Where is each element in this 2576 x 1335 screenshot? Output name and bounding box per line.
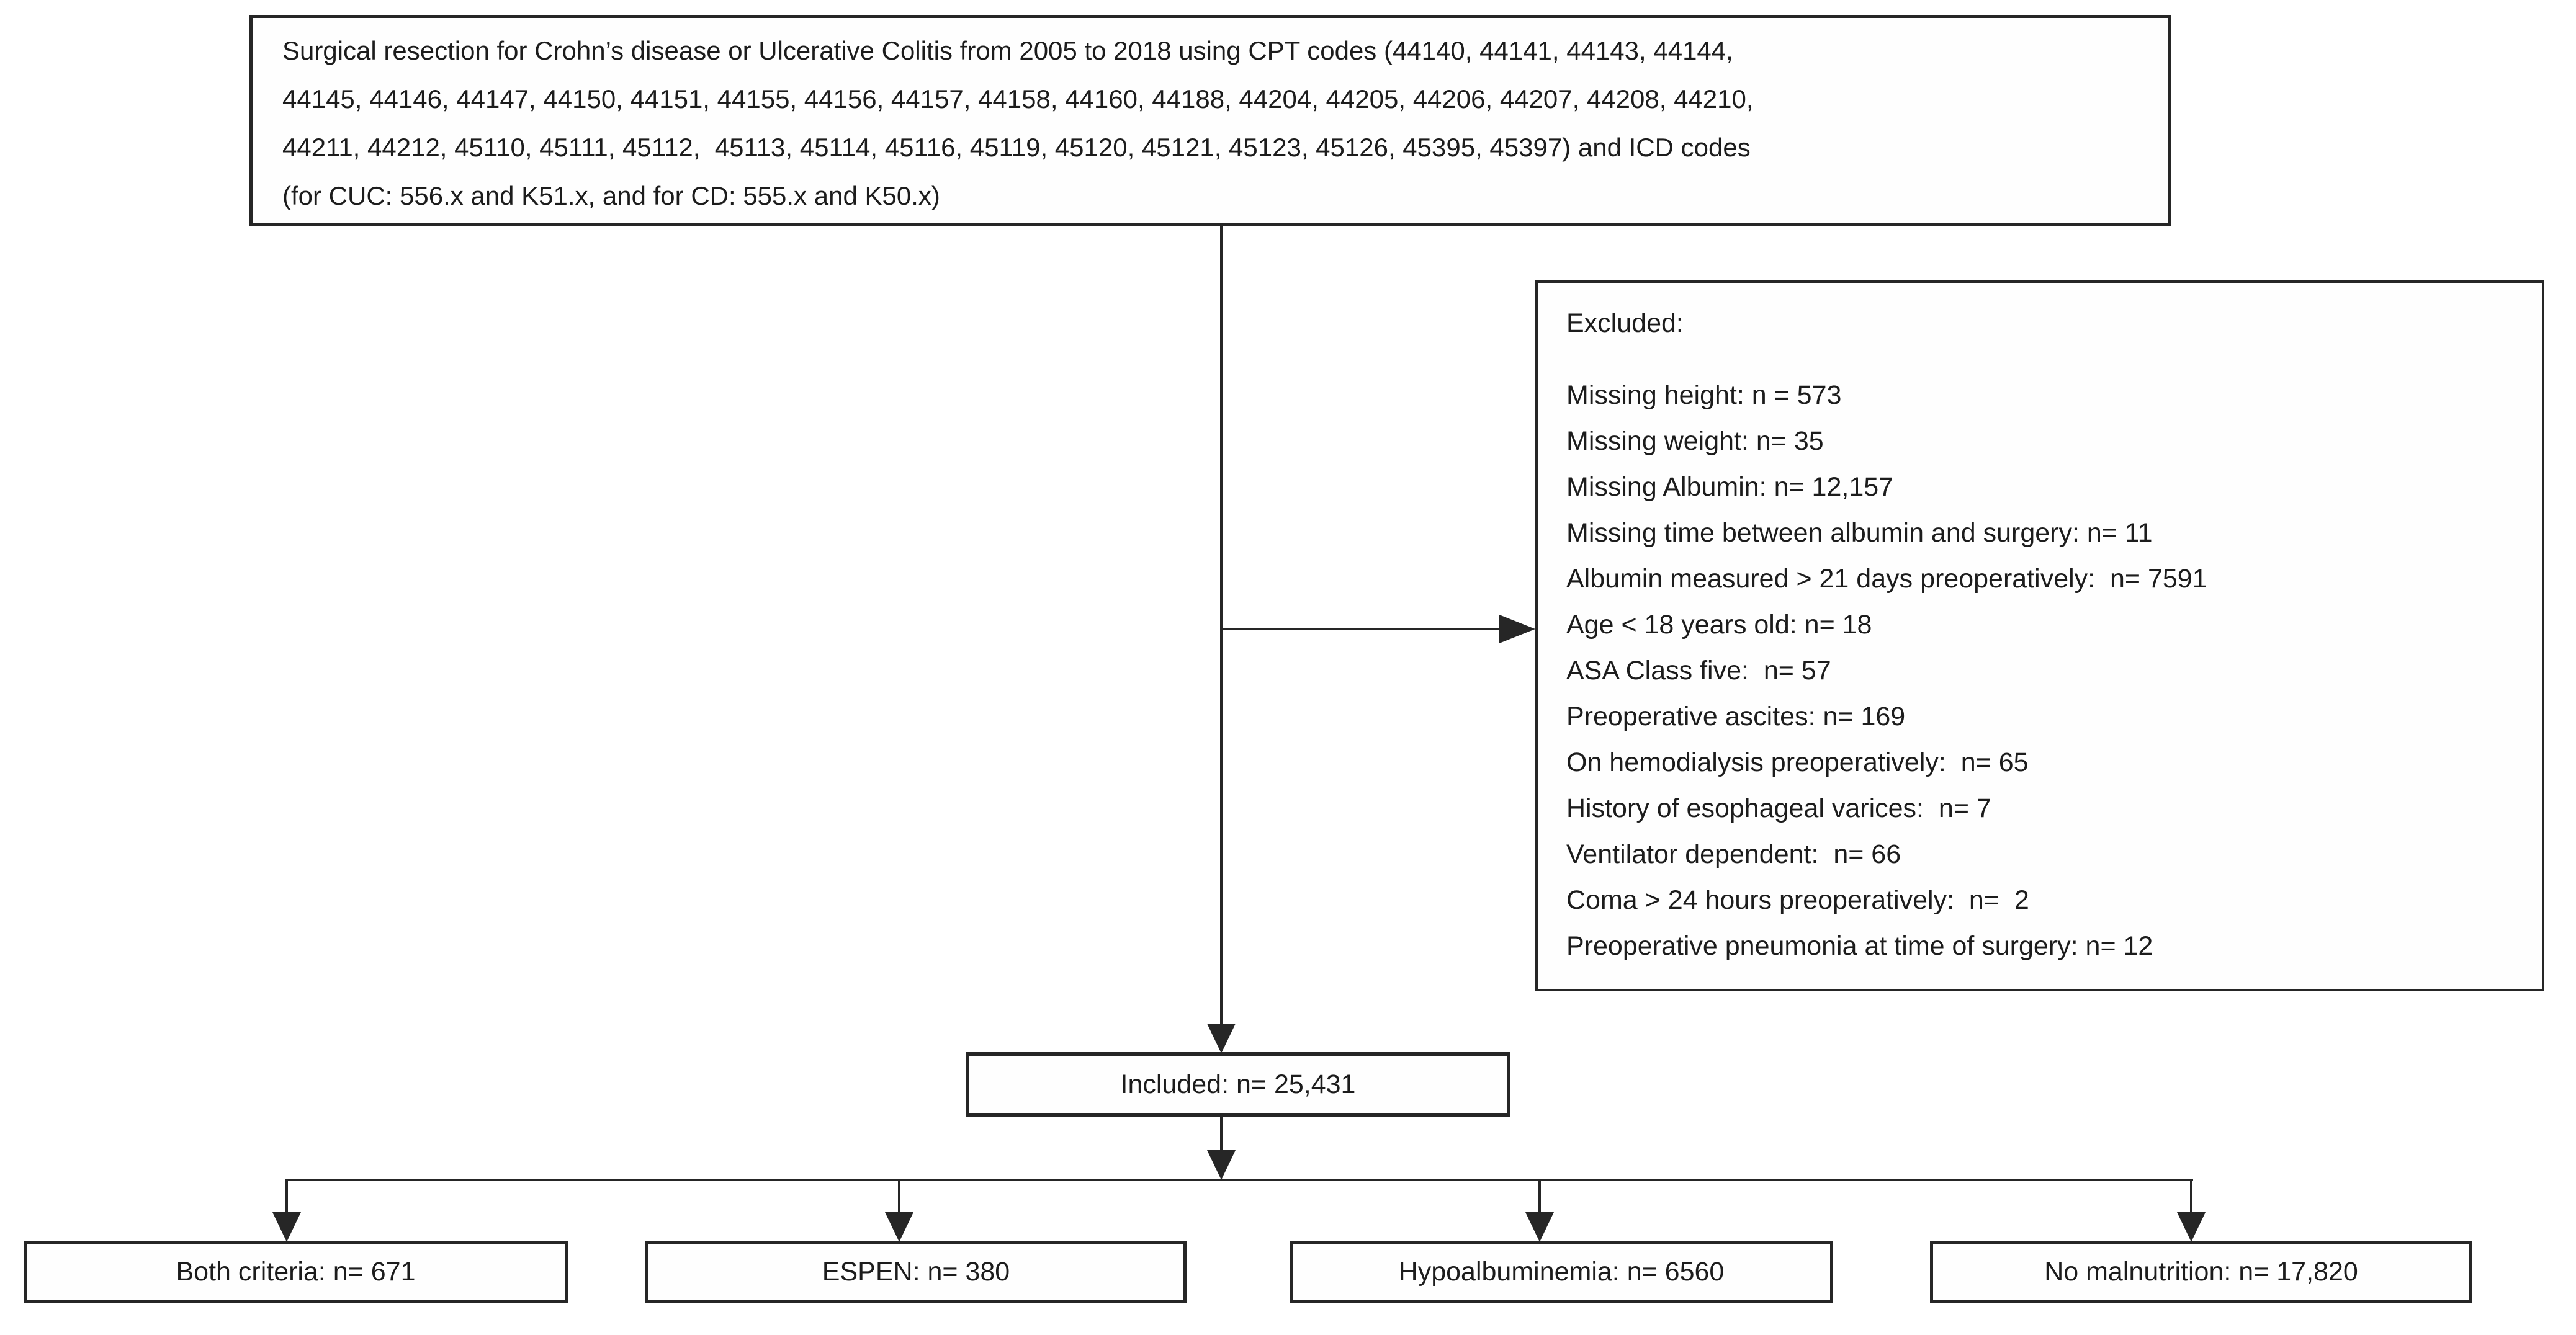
arrowhead-down-hypoalbuminemia-icon bbox=[1525, 1212, 1554, 1242]
excluded-item-preop-ascites: Preoperative ascites: n= 169 bbox=[1566, 702, 1906, 731]
connector-branch-to-both-criteria bbox=[285, 1180, 288, 1212]
eligibility-line-4: (for CUC: 556.x and K51.x, and for CD: 5… bbox=[282, 181, 940, 210]
connector-branch-to-no-malnutrition bbox=[2190, 1180, 2192, 1212]
excluded-item-age-under-18: Age < 18 years old: n= 18 bbox=[1566, 610, 1872, 640]
excluded-item-missing-height: Missing height: n = 573 bbox=[1566, 380, 1842, 410]
outcome-box-espen: ESPEN: n= 380 bbox=[645, 1241, 1187, 1303]
excluded-item-missing-time: Missing time between albumin and surgery… bbox=[1566, 518, 2153, 548]
connector-included-to-branch bbox=[1220, 1117, 1223, 1154]
arrowhead-down-both-criteria-icon bbox=[272, 1212, 301, 1242]
included-label: Included: n= 25,431 bbox=[1120, 1069, 1356, 1099]
excluded-spacer bbox=[1566, 346, 2513, 372]
eligibility-line-3: 44211, 44212, 45110, 45111, 45112, 45113… bbox=[282, 133, 1751, 162]
outcome-box-hypoalbuminemia: Hypoalbuminemia: n= 6560 bbox=[1290, 1241, 1833, 1303]
excluded-item-missing-weight: Missing weight: n= 35 bbox=[1566, 426, 1824, 456]
outcome-box-no-malnutrition: No malnutrition: n= 17,820 bbox=[1930, 1241, 2472, 1303]
excluded-item-ventilator-dependent: Ventilator dependent: n= 66 bbox=[1566, 839, 1901, 869]
excluded-item-coma: Coma > 24 hours preoperatively: n= 2 bbox=[1566, 885, 2029, 915]
arrowhead-down-espen-icon bbox=[885, 1212, 913, 1242]
branch-line bbox=[285, 1179, 2193, 1181]
outcome-label-hypoalbuminemia: Hypoalbuminemia: n= 6560 bbox=[1398, 1256, 1725, 1287]
outcome-label-no-malnutrition: No malnutrition: n= 17,820 bbox=[2044, 1256, 2358, 1287]
eligibility-line-1: Surgical resection for Crohn’s disease o… bbox=[282, 36, 1733, 65]
excluded-title: Excluded: bbox=[1566, 308, 1684, 338]
arrowhead-down-branch-icon bbox=[1207, 1150, 1236, 1180]
included-box: Included: n= 25,431 bbox=[966, 1052, 1510, 1117]
excluded-box: Excluded: Missing height: n = 573 Missin… bbox=[1535, 280, 2544, 991]
excluded-item-albumin-21-days: Albumin measured > 21 days preoperativel… bbox=[1566, 564, 2207, 594]
arrowhead-down-included-icon bbox=[1207, 1024, 1236, 1053]
connector-branch-to-espen bbox=[898, 1180, 900, 1212]
connector-branch-to-hypoalbuminemia bbox=[1538, 1180, 1541, 1212]
outcome-label-espen: ESPEN: n= 380 bbox=[822, 1256, 1010, 1287]
excluded-item-preop-pneumonia: Preoperative pneumonia at time of surger… bbox=[1566, 931, 2153, 961]
connector-to-excluded bbox=[1221, 628, 1501, 630]
excluded-item-esophageal-varices: History of esophageal varices: n= 7 bbox=[1566, 793, 1991, 823]
eligibility-criteria-box: Surgical resection for Crohn’s disease o… bbox=[249, 15, 2171, 226]
arrowhead-right-excluded-icon bbox=[1499, 615, 1535, 643]
eligibility-line-2: 44145, 44146, 44147, 44150, 44151, 44155… bbox=[282, 84, 1754, 114]
outcome-box-both-criteria: Both criteria: n= 671 bbox=[24, 1241, 568, 1303]
excluded-item-asa-class-five: ASA Class five: n= 57 bbox=[1566, 656, 1831, 685]
outcome-label-both-criteria: Both criteria: n= 671 bbox=[176, 1256, 416, 1287]
excluded-item-missing-albumin: Missing Albumin: n= 12,157 bbox=[1566, 472, 1894, 502]
arrowhead-down-no-malnutrition-icon bbox=[2177, 1212, 2206, 1242]
excluded-item-hemodialysis: On hemodialysis preoperatively: n= 65 bbox=[1566, 748, 2029, 777]
connector-top-to-included bbox=[1220, 226, 1223, 1026]
